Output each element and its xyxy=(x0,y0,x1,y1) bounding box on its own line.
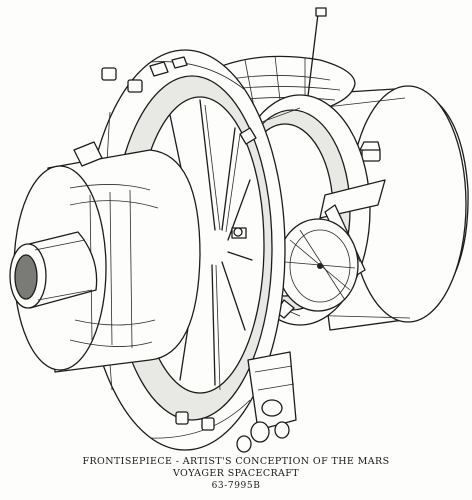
side-sensor-disc xyxy=(275,218,359,319)
figure-code: 63-7995B xyxy=(211,481,261,491)
figure-caption: FRONTISEPIECE - ARTIST'S CONCEPTION OF T… xyxy=(0,456,472,492)
caption-line-2: VOYAGER SPACECRAFT xyxy=(172,468,300,479)
caption-line-1: FRONTISEPIECE - ARTIST'S CONCEPTION OF T… xyxy=(82,456,390,467)
lower-equipment xyxy=(236,351,297,453)
forward-nozzle xyxy=(9,231,98,309)
flange-fittings xyxy=(73,56,257,431)
forward-drum xyxy=(13,149,201,373)
spacecraft-illustration xyxy=(9,7,469,453)
